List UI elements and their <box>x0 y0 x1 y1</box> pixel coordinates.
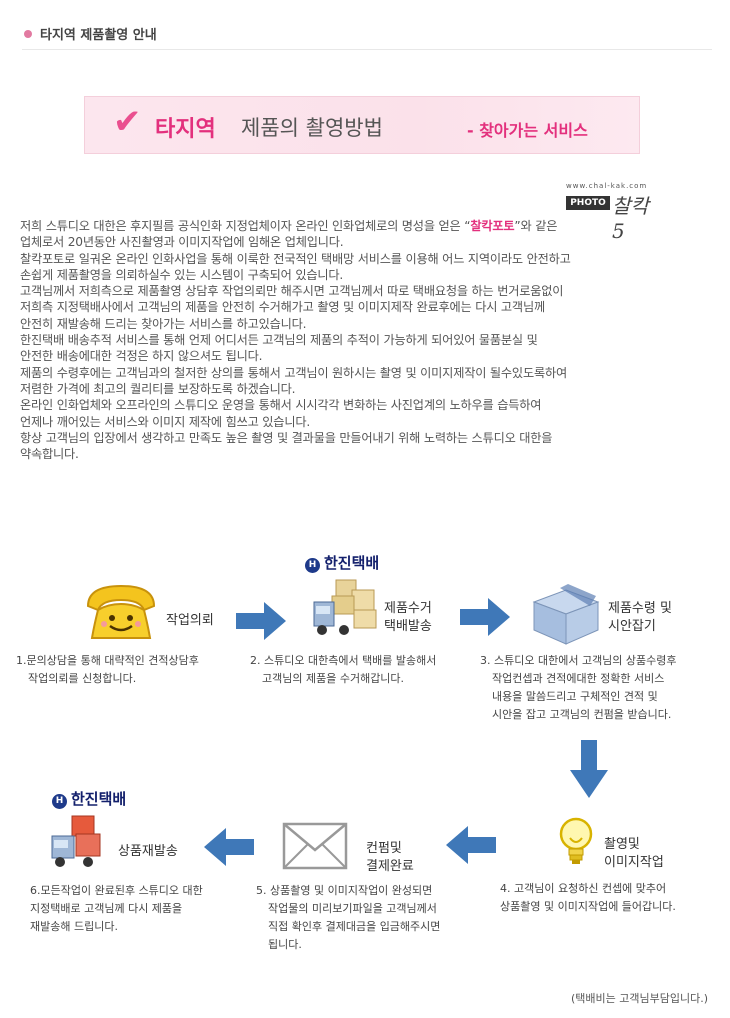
brand-logo: www.chal-kak.com PHOTO 찰칵5 <box>566 182 650 243</box>
step1-description: 1.문의상담을 통해 대략적인 견적상담후 작업의뢰를 신청합니다. <box>16 654 199 685</box>
intro-line: 손쉽게 제품촬영을 의뢰하실수 있는 시스템이 구축되어 있습니다. <box>20 267 344 282</box>
package-box-icon <box>532 584 600 645</box>
section-title: 타지역 제품촬영 안내 <box>40 28 157 43</box>
delivery-truck-icon <box>51 815 101 867</box>
logo-signature: 찰칵5 <box>612 194 649 243</box>
step5-label: 컨펌및 결제완료 <box>366 841 414 874</box>
section-header: 타지역 제품촬영 안내 <box>22 22 712 50</box>
title-banner: ✔ 타지역 제품의 촬영방법 - 찾아가는 서비스 <box>84 96 640 154</box>
banner-title: 제품의 촬영방법 <box>241 116 383 140</box>
banner-accent: 타지역 <box>155 117 216 142</box>
intro-line: 업체로서 20년동안 사진촬영과 이미지작업에 임해온 업체입니다. <box>20 235 344 250</box>
bullet-icon <box>24 30 32 38</box>
intro-line: 한진택배 배송추적 서비스를 통해 언제 어디서든 고객님의 제품의 추적이 가… <box>20 333 538 348</box>
intro-line: 안전히 재발송해 드리는 찾아가는 서비스를 하고있습니다. <box>20 316 307 331</box>
step3-description: 3. 스튜디오 대한에서 고객님의 상품수령후 작업컨셉과 견적에대한 정확한 … <box>480 654 677 721</box>
banner-subtitle: - 찾아가는 서비스 <box>467 121 588 140</box>
intro-line: 저희 스튜디오 대한은 후지필름 공식인화 지정업체이자 온라인 인화업체로의 … <box>20 219 558 233</box>
intro-line: 온라인 인화업체와 오프라인의 스튜디오 운영을 통해서 시시각각 변화하는 사… <box>20 398 542 413</box>
intro-line: 언제나 깨어있는 서비스와 이미지 제작에 힘쓰고 있습니다. <box>20 414 311 429</box>
envelope-icon <box>282 822 348 870</box>
step3-label: 제품수령 및 시안잡기 <box>608 601 672 634</box>
intro-line: 안전한 배송에대한 걱정은 하지 않으셔도 됩니다. <box>20 349 263 364</box>
arrow-down-icon <box>570 740 608 798</box>
arrow-left-icon <box>204 828 254 866</box>
brand-highlight: 찰칵포토 <box>470 219 515 233</box>
telephone-icon <box>86 584 156 639</box>
step6-label: 상품재발송 <box>118 844 178 859</box>
intro-line: 저희측 지정택배사에서 고객님의 제품을 안전히 수거해가고 촬영 및 이미지제… <box>20 300 545 315</box>
lightbulb-icon <box>559 817 593 864</box>
intro-line: 항상 고객님의 입장에서 생각하고 만족도 높은 촬영 및 결과물을 만들어내기… <box>20 430 553 445</box>
step5-description: 5. 상품촬영 및 이미지작업이 완성되면 작업물의 미리보기파일을 고객님께서… <box>256 884 441 951</box>
logo-photo-box: PHOTO <box>566 196 610 210</box>
checkmark-icon: ✔ <box>113 102 142 142</box>
arrow-left-icon <box>446 826 496 864</box>
delivery-truck-icon <box>313 579 377 635</box>
intro-line: 약속합니다. <box>20 447 79 462</box>
step4-description: 4. 고객님이 요청하신 컨셉에 맞추어 상품촬영 및 이미지작업에 들어갑니다… <box>500 882 676 913</box>
arrow-right-icon <box>236 602 286 640</box>
step1-label: 작업의뢰 <box>166 613 214 628</box>
logo-url: www.chal-kak.com <box>566 182 648 190</box>
hanjin-mark-icon: H <box>52 794 67 809</box>
arrow-right-icon <box>460 598 510 636</box>
intro-line: 저렴한 가격에 최고의 퀄리티를 보장하도록 하겠습니다. <box>20 381 296 396</box>
intro-paragraph: 저희 스튜디오 대한은 후지필름 공식인화 지정업체이자 온라인 인화업체로의 … <box>20 218 710 462</box>
step2-description: 2. 스튜디오 대한측에서 택배를 발송해서 고객님의 제품을 수거해갑니다. <box>250 654 437 685</box>
intro-line: 제품의 수령후에는 고객님과의 철저한 상의를 통해서 고객님이 원하시는 촬영… <box>20 365 567 380</box>
step6-description: 6.모든작업이 완료된후 스튜디오 대한 지정택배로 고객님께 다시 제품을 재… <box>30 884 203 933</box>
intro-line: 찰칵포토로 일궈온 온라인 인화사업을 통해 이룩한 전국적인 택배망 서비스를… <box>20 251 571 266</box>
footer-note: (택배비는 고객님부담입니다.) <box>570 992 708 1005</box>
hanjin-mark-icon: H <box>305 558 320 573</box>
step2-label: 제품수거 택배발송 <box>384 601 432 634</box>
intro-line: 고객님께서 저희측으로 제품촬영 상담후 작업의뢰만 해주시면 고객님께서 따로… <box>20 284 564 299</box>
step4-label: 촬영및 이미지작업 <box>604 837 664 870</box>
